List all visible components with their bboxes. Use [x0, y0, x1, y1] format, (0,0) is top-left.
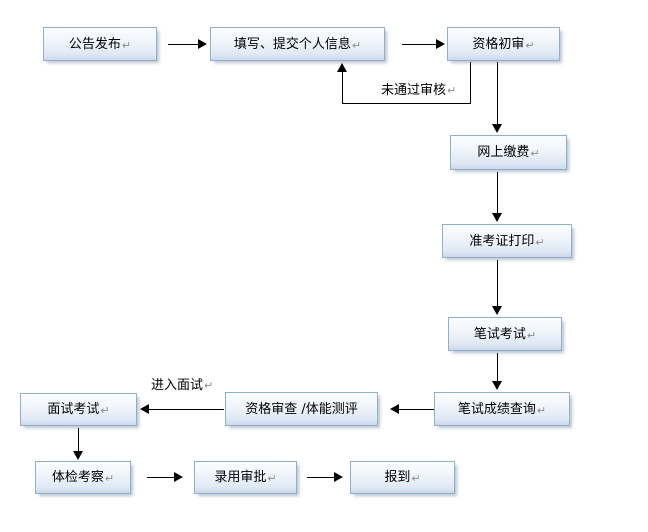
node-announcement[interactable]: 公告发布↵	[43, 27, 157, 61]
node-label: 资格初审	[472, 36, 525, 52]
return-mark-icon: ↵	[104, 472, 115, 485]
node-written-exam[interactable]: 笔试考试↵	[448, 317, 562, 351]
edge-label-review-failed: 未通过审核↵	[381, 84, 456, 97]
return-mark-icon: ↵	[447, 84, 457, 97]
node-label: 填写、提交个人信息	[233, 36, 351, 52]
node-qualification-fitness[interactable]: 资格审查 /体能测评	[225, 392, 378, 426]
return-mark-icon: ↵	[526, 328, 537, 342]
node-hiring-approval[interactable]: 录用审批↵	[194, 461, 297, 494]
connector-written-exam-to-score	[497, 353, 498, 382]
node-label: 公告发布	[68, 36, 121, 52]
node-submit-info[interactable]: 填写、提交个人信息↵	[210, 27, 385, 61]
arrowhead-right	[436, 39, 445, 49]
node-label: 笔试考试	[473, 326, 526, 342]
node-label: 体检考察	[51, 470, 104, 485]
edge-label-text: 进入面试	[151, 378, 204, 393]
return-mark-icon: ↵	[267, 472, 277, 485]
node-label: 网上缴费	[477, 145, 530, 160]
return-mark-icon: ↵	[411, 472, 421, 485]
arrowhead-up	[337, 63, 347, 72]
arrowhead-right	[174, 472, 183, 482]
connector-submit-to-review	[402, 44, 438, 45]
arrowhead-right	[334, 472, 343, 482]
arrowhead-down	[492, 381, 502, 390]
edge-label-enter-interview: 进入面试↵	[151, 379, 213, 392]
arrowhead-left	[140, 404, 149, 414]
node-online-payment[interactable]: 网上缴费↵	[450, 135, 567, 170]
return-mark-icon: ↵	[530, 147, 540, 160]
node-report-in[interactable]: 报到↵	[350, 461, 455, 494]
node-label: 面试考试	[47, 402, 100, 417]
return-mark-icon: ↵	[351, 38, 362, 52]
connector-print-to-written-exam	[497, 260, 498, 307]
return-mark-icon: ↵	[204, 379, 214, 392]
arrowhead-down	[492, 213, 502, 222]
arrowhead-down	[73, 451, 83, 460]
connector-interview-to-medical	[78, 428, 79, 452]
node-print-admit-card[interactable]: 准考证打印↵	[442, 224, 572, 258]
connector-review-failed-vertical-left	[342, 72, 343, 104]
node-medical-check[interactable]: 体检考察↵	[35, 461, 131, 494]
connector-review-failed-vertical-right	[470, 62, 471, 104]
connector-approval-to-report	[307, 477, 337, 478]
return-mark-icon: ↵	[535, 235, 545, 249]
node-label: 报到	[384, 470, 411, 485]
return-mark-icon: ↵	[525, 38, 535, 52]
connector-payment-to-print	[497, 172, 498, 214]
connector-review-failed-horizontal	[342, 103, 471, 104]
connector-score-to-fitness	[398, 409, 434, 410]
connector-medical-to-approval	[147, 477, 177, 478]
connector-fitness-to-interview	[148, 409, 224, 410]
arrowhead-right	[198, 39, 207, 49]
arrowhead-down	[492, 306, 502, 315]
connector-announcement-to-submit	[168, 44, 201, 45]
return-mark-icon: ↵	[121, 38, 132, 52]
node-label: 资格审查 /体能测评	[245, 401, 358, 417]
connector-review-to-payment	[497, 62, 498, 125]
node-qualification-review[interactable]: 资格初审↵	[447, 27, 560, 61]
node-interview[interactable]: 面试考试↵	[20, 393, 137, 426]
node-label: 录用审批	[214, 470, 267, 485]
node-label: 准考证打印	[469, 233, 535, 249]
arrowhead-down	[492, 124, 502, 133]
return-mark-icon: ↵	[536, 403, 547, 417]
node-written-score[interactable]: 笔试成绩查询↵	[434, 392, 570, 426]
return-mark-icon: ↵	[100, 404, 110, 417]
node-label: 笔试成绩查询	[457, 401, 536, 417]
edge-label-text: 未通过审核	[381, 83, 447, 98]
arrowhead-left	[390, 404, 399, 414]
